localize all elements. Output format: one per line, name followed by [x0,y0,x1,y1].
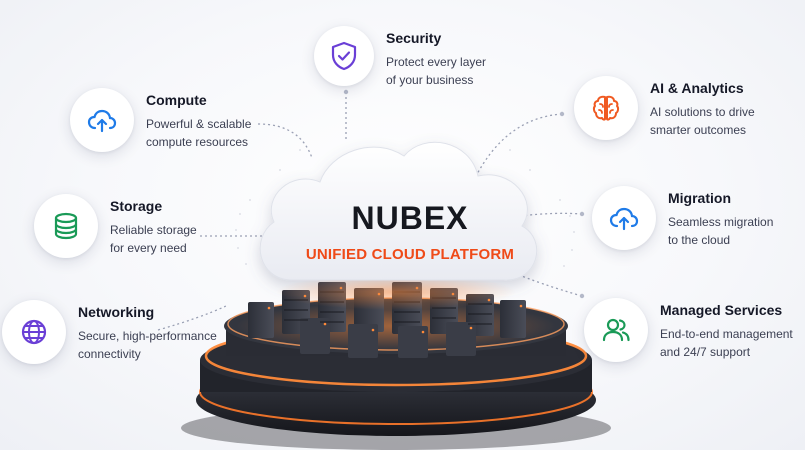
service-desc-line: connectivity [78,347,141,361]
service-desc-line: End-to-end management [660,327,793,341]
storage-icon-badge [34,194,98,258]
service-desc-line: smarter outcomes [650,123,747,137]
brand-name: NUBEX [351,200,469,236]
connector-ai [473,113,563,181]
compute-icon-badge [70,88,134,152]
service-migration[interactable]: Migration Seamless migration to the clou… [592,186,773,250]
service-desc-line: compute resources [146,135,249,149]
service-title: Security [386,30,442,46]
service-desc-line: to the cloud [668,233,731,247]
shield-check-icon [331,41,357,71]
connector-compute [257,123,313,159]
service-desc-line: Reliable storage [110,223,197,237]
brand-tagline: UNIFIED CLOUD PLATFORM [305,246,515,263]
ai-icon-badge [574,76,638,140]
security-icon-badge [314,26,374,86]
service-title: Storage [110,198,163,214]
service-networking[interactable]: Networking Secure, high-performance conn… [2,300,217,364]
cloud-upload-icon [609,207,639,231]
managed-icon-badge [584,298,648,362]
service-desc-line: Seamless migration [668,215,774,229]
service-title: Networking [78,304,155,320]
service-desc-line: AI solutions to drive [650,105,755,119]
migration-icon-badge [592,186,656,250]
service-security[interactable]: Security Protect every layer of your bus… [314,26,486,89]
service-compute[interactable]: Compute Powerful & scalable compute reso… [70,88,251,152]
connector-networking [157,305,227,331]
service-desc-line: Protect every layer [386,55,487,69]
service-title: Migration [668,190,731,206]
service-desc-line: and 24/7 support [660,345,751,359]
networking-icon-badge [2,300,66,364]
connector-managed [511,271,583,297]
service-managed-services[interactable]: Managed Services End-to-end management a… [584,298,793,362]
cloud-upload-icon [87,109,117,133]
service-desc-line: of your business [386,73,474,87]
globe-icon [21,319,47,345]
service-storage[interactable]: Storage Reliable storage for every need [34,194,197,258]
service-title: AI & Analytics [650,80,744,96]
service-desc-line: Secure, high-performance [78,329,217,343]
service-ai-analytics[interactable]: AI & Analytics AI solutions to drive sma… [574,76,755,140]
service-title: Managed Services [660,302,783,318]
database-icon [54,212,78,240]
brain-icon [592,95,620,121]
users-icon [602,318,630,342]
service-desc-line: for every need [110,241,187,255]
service-desc-line: Powerful & scalable [146,117,252,131]
service-title: Compute [146,92,207,108]
